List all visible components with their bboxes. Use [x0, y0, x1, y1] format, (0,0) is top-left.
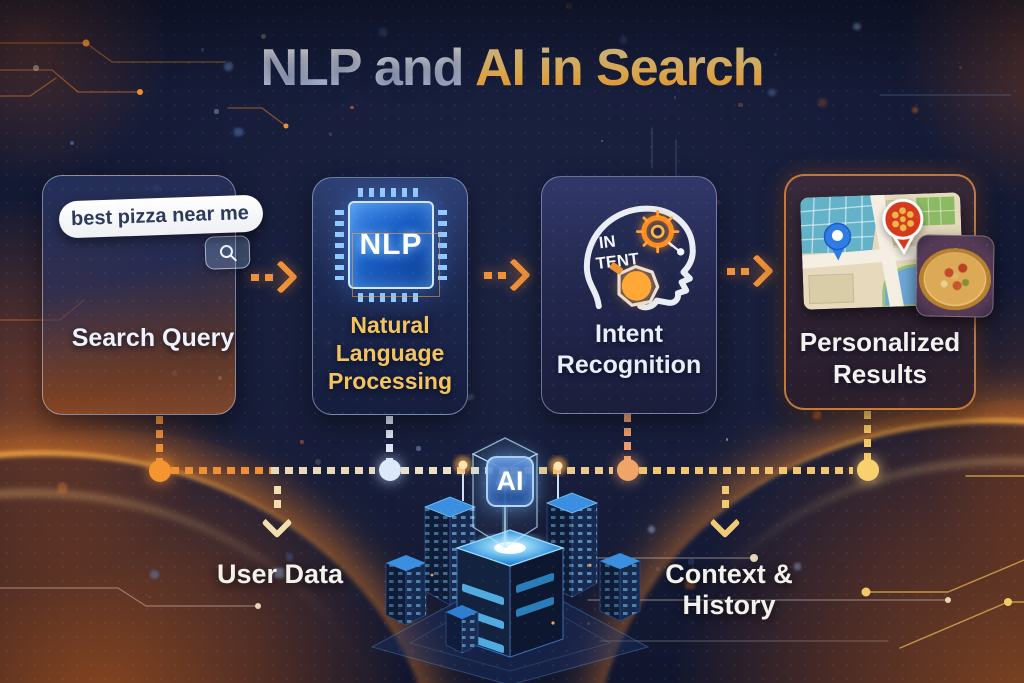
head-profile-icon: IN TENT	[583, 205, 696, 311]
chip-pins-right	[438, 210, 447, 280]
chip-pins-top	[358, 188, 424, 197]
card-intent-recognition: IN TENT Intent	[541, 176, 717, 414]
pizza-pin-red-icon	[882, 198, 924, 256]
intent-word-top: IN	[598, 232, 617, 253]
search-button[interactable]	[204, 235, 251, 270]
connector-vert-search	[156, 416, 163, 462]
card-personalized-results: Personalized Results	[784, 174, 995, 410]
down-arrow-context	[709, 486, 742, 546]
nlp-chip-icon: NLP	[335, 188, 447, 302]
nlp-label: Natural Language Processing	[328, 312, 452, 394]
context-history-label: Context & History	[665, 559, 793, 620]
map-pin-blue-icon	[823, 222, 852, 261]
connector-horiz-1	[171, 467, 271, 474]
connector-horiz-5	[639, 467, 853, 474]
chip-pins-bottom	[358, 293, 424, 302]
down-arrow-user-data	[261, 486, 294, 546]
connector-node-results	[857, 459, 879, 481]
search-input[interactable]	[58, 194, 264, 239]
connector-vert-results	[864, 411, 871, 460]
background-glow-bottom-right	[620, 400, 1024, 683]
ai-badge: AI	[486, 456, 534, 507]
title-white-part: NLP and	[260, 39, 475, 97]
chip-pins-left	[335, 210, 344, 280]
page-title: NLP and AI in Search	[0, 38, 1024, 98]
search-query-label: Search Query	[71, 324, 235, 352]
title-gold-part: AI in Search	[474, 39, 765, 97]
card-search-query: Search Query	[42, 175, 264, 415]
nlp-chip-label: NLP	[348, 201, 434, 289]
connector-node-search	[149, 460, 171, 482]
flow-arrow-1	[251, 258, 301, 298]
intent-label: Intent Recognition	[556, 320, 702, 379]
flow-arrow-2	[484, 256, 534, 296]
intent-bubble-icon	[609, 262, 660, 307]
flow-arrow-3	[727, 252, 777, 292]
card-nlp: NLP Natural Language Processing	[312, 177, 468, 415]
magnifier-icon	[219, 244, 237, 261]
results-label: Personalized Results	[799, 327, 961, 389]
user-data-label: User Data	[216, 559, 344, 589]
connector-horiz-2	[271, 467, 375, 474]
pizza-photo	[915, 234, 995, 318]
target-gear-icon	[636, 209, 685, 256]
